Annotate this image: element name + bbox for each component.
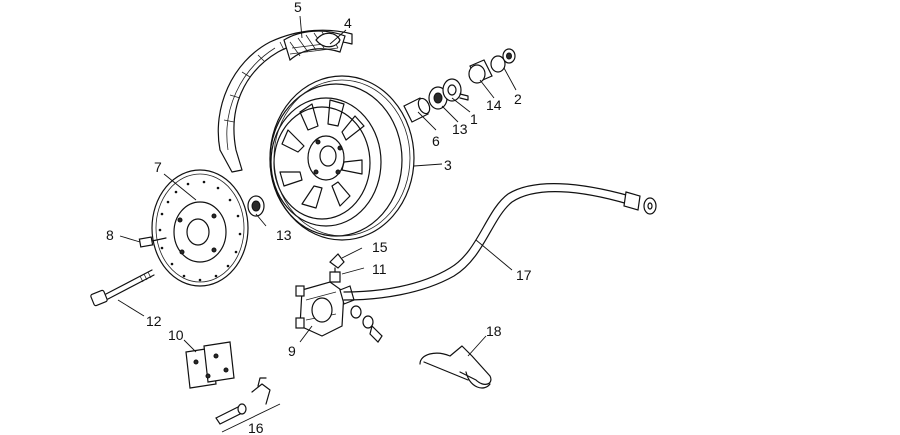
callout-14: 14 bbox=[486, 97, 502, 113]
oil-seal bbox=[490, 48, 516, 73]
callout-17: 17 bbox=[516, 267, 532, 283]
disc-screw bbox=[138, 236, 167, 248]
brake-pads bbox=[185, 341, 235, 389]
callout-15: 15 bbox=[372, 239, 388, 255]
callout-10: 10 bbox=[168, 327, 184, 343]
callout-numbers: 5 4 2 14 1 13 6 3 7 8 13 15 11 17 12 10 … bbox=[106, 0, 532, 435]
bearing-upper bbox=[428, 86, 448, 110]
callout-13-lower: 13 bbox=[276, 227, 292, 243]
callout-8: 8 bbox=[106, 227, 114, 243]
axle-sleeve bbox=[468, 59, 493, 84]
bleed-valve bbox=[329, 267, 341, 283]
callout-6: 6 bbox=[432, 133, 440, 149]
wheel-bolt bbox=[90, 269, 155, 307]
pad-spring bbox=[251, 377, 271, 405]
callout-13-upper: 13 bbox=[452, 121, 468, 137]
bleed-cap bbox=[329, 253, 345, 269]
spacer bbox=[403, 97, 431, 123]
callout-4: 4 bbox=[344, 15, 352, 31]
wheel-rim bbox=[269, 75, 415, 241]
callout-3: 3 bbox=[444, 157, 452, 173]
mesh-insert bbox=[283, 30, 346, 62]
bearing-lower bbox=[247, 195, 265, 217]
pad-pin bbox=[215, 403, 247, 425]
callout-16: 16 bbox=[248, 420, 264, 435]
bracket-16 bbox=[221, 403, 281, 433]
brake-hose bbox=[343, 183, 657, 301]
callout-18: 18 bbox=[486, 323, 502, 339]
callout-5: 5 bbox=[294, 0, 302, 15]
brake-disc bbox=[151, 169, 249, 287]
callout-7: 7 bbox=[154, 159, 162, 175]
callout-2: 2 bbox=[514, 91, 522, 107]
callout-9: 9 bbox=[288, 343, 296, 359]
spring-clip bbox=[419, 345, 492, 389]
callout-12: 12 bbox=[146, 313, 162, 329]
brake-caliper bbox=[295, 281, 355, 337]
drive-bush bbox=[442, 78, 469, 102]
banjo-bolt bbox=[350, 305, 383, 343]
leader-lines bbox=[117, 15, 517, 357]
callout-11: 11 bbox=[372, 261, 387, 277]
mudguard bbox=[217, 29, 353, 173]
callout-1: 1 bbox=[470, 111, 478, 127]
